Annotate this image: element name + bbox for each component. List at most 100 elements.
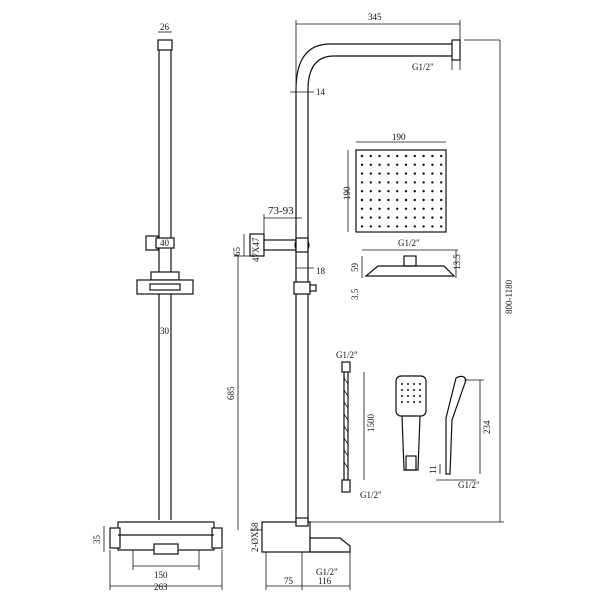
handset-nozzle-grid [401, 383, 421, 403]
dim-arm-connection: G1/2" [412, 62, 434, 72]
nozzle-dot [387, 207, 390, 210]
nozzle-dot [422, 163, 425, 166]
handset-nozzle-dot [419, 401, 421, 403]
nozzle-dot [413, 216, 416, 219]
nozzle-dot [360, 216, 364, 219]
nozzle-dot [413, 163, 416, 166]
bath-spout [309, 537, 351, 553]
nozzle-dot [378, 207, 381, 210]
nozzle-dot [369, 172, 372, 175]
dim-hose-connection-bottom: G1/2" [360, 490, 382, 500]
shower-arm-inner [307, 55, 452, 91]
dim-head-side-thickness: 13.5 [452, 254, 462, 270]
nozzle-dot [440, 190, 443, 193]
nozzle-dot [440, 154, 443, 158]
nozzle-dot [360, 198, 364, 202]
handset-nozzle-dot [419, 395, 421, 397]
dim-mixer-width: 263 [154, 582, 168, 592]
nozzle-dot [431, 225, 434, 228]
hose-bottom-fitting [341, 479, 351, 493]
nozzle-dot [440, 225, 443, 228]
slider-block [150, 271, 180, 281]
dim-spout-offset: 75 [284, 576, 294, 586]
nozzle-dot [396, 216, 399, 219]
nozzle-dot [431, 163, 434, 166]
dim-bracket-size: 47X47 [251, 237, 261, 262]
dim-head-depth: 190 [342, 186, 352, 200]
head-connector [403, 255, 417, 267]
shower-hose: G1/2" 1500 G1/2" [336, 350, 382, 500]
nozzle-dot [422, 154, 425, 158]
nozzle-dot [431, 172, 434, 175]
nozzle-dot [404, 172, 408, 175]
handset-nozzle-dot [413, 383, 415, 385]
dim-head-width: 190 [392, 132, 406, 142]
nozzle-dot [396, 163, 399, 166]
nozzle-dot [413, 172, 416, 175]
mixer-left-knob [109, 527, 121, 549]
pipe-top-cap [157, 39, 173, 51]
nozzle-dot [431, 198, 434, 202]
dim-head-connection: G1/2" [398, 238, 420, 248]
nozzle-dot [404, 207, 408, 210]
nozzle-dot [369, 163, 372, 166]
nozzle-dot [360, 163, 364, 166]
nozzle-dot [378, 154, 381, 158]
handset-nozzle-dot [419, 383, 421, 385]
dim-arm-length: 345 [368, 12, 382, 22]
nozzle-dot [422, 181, 425, 184]
side-slider-knob [309, 284, 317, 292]
nozzle-dot [404, 198, 408, 202]
nozzle-dot [431, 207, 434, 210]
nozzle-dot [422, 207, 425, 210]
nozzle-dot [378, 181, 381, 184]
nozzle-dot [396, 190, 399, 193]
handset-nozzle-dot [401, 395, 403, 397]
dim-mixer-height: 35 [92, 535, 102, 545]
nozzle-dot [378, 216, 381, 219]
dim-spout-length: 116 [318, 576, 332, 586]
nozzle-dot [413, 181, 416, 184]
nozzle-dot [387, 225, 390, 228]
handset-nozzle-dot [419, 389, 421, 391]
nozzle-dot [387, 181, 390, 184]
nozzle-dot [422, 190, 425, 193]
nozzle-dot [369, 207, 372, 210]
nozzle-dot [404, 154, 408, 158]
nozzle-dot [404, 190, 408, 193]
nozzle-dot [413, 154, 416, 158]
bracket-collar [295, 237, 309, 253]
nozzle-dot [378, 163, 381, 166]
nozzle-dot [440, 216, 443, 219]
nozzle-dot [440, 172, 443, 175]
nozzle-dot [378, 190, 381, 193]
nozzle-dot [387, 190, 390, 193]
handset-nozzle-dot [401, 383, 403, 385]
nozzle-dot [440, 207, 443, 210]
handset-face [395, 375, 427, 417]
mixer-outlet [153, 543, 179, 555]
nozzle-dot [369, 198, 372, 202]
handset-nozzle-dot [401, 389, 403, 391]
nozzle-dot [422, 172, 425, 175]
dim-spout-connection: G1/2" [316, 567, 338, 577]
handset-profile [445, 375, 467, 475]
handset-nozzle-dot [407, 401, 409, 403]
nozzle-grid [360, 154, 443, 228]
nozzle-dot [387, 163, 390, 166]
handset-nozzle-dot [413, 389, 415, 391]
mixer-right-knob [211, 527, 223, 549]
side-mixer-body [261, 521, 311, 553]
nozzle-dot [360, 190, 364, 193]
nozzle-dot [404, 216, 408, 219]
handset-nozzle-dot [413, 395, 415, 397]
nozzle-dot [431, 216, 434, 219]
nozzle-dot [396, 225, 399, 228]
nozzle-dot [369, 190, 372, 193]
nozzle-dot [440, 163, 443, 166]
nozzle-dot [360, 181, 364, 184]
nozzle-dot [431, 154, 434, 158]
nozzle-dot [404, 181, 408, 184]
nozzle-dot [387, 172, 390, 175]
hose-braid [343, 377, 349, 469]
